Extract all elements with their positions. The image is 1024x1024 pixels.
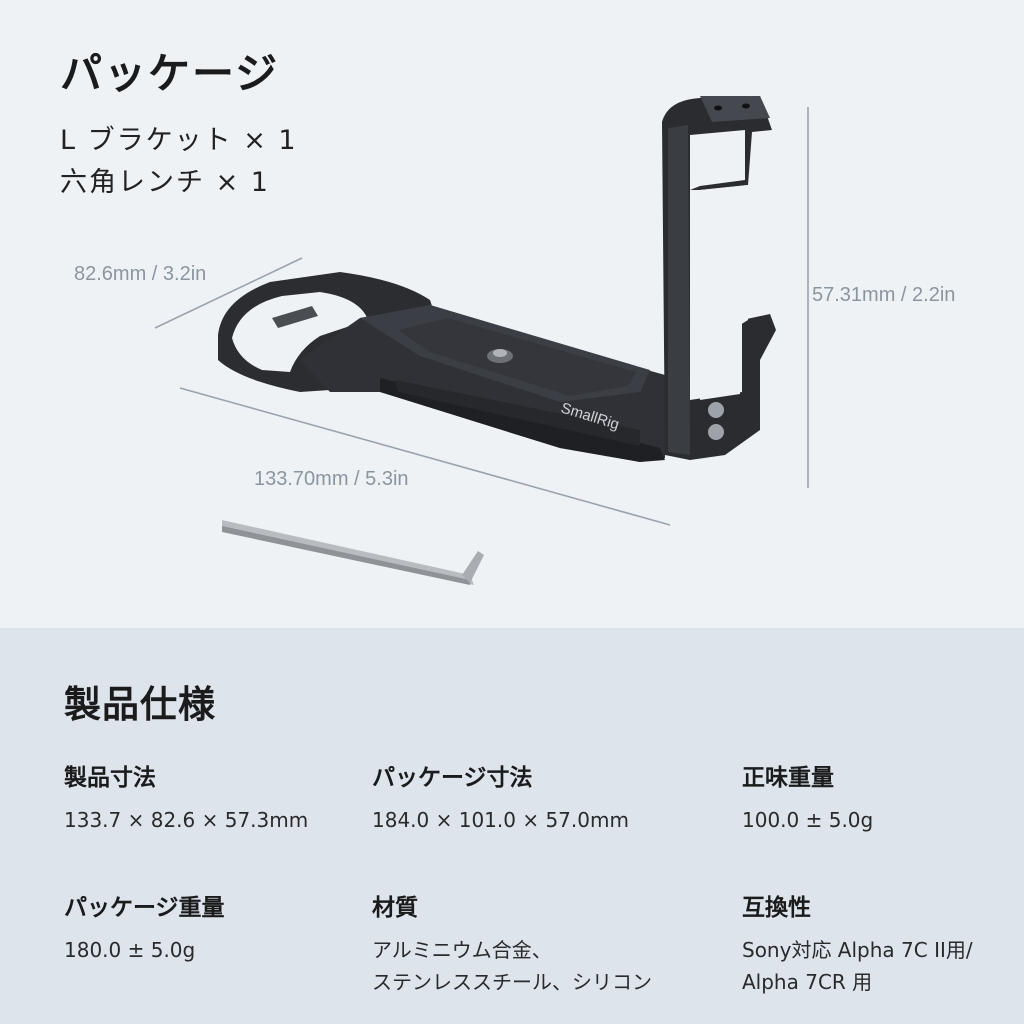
width-dimension-line bbox=[154, 257, 303, 329]
package-title: パッケージ bbox=[60, 49, 280, 98]
spec-label: 材質 bbox=[372, 895, 418, 921]
spec-value: アルミニウム合金、 ステンレススチール、シリコン bbox=[372, 938, 652, 994]
dimension-lines bbox=[154, 107, 809, 526]
spec-label: 正味重量 bbox=[742, 765, 834, 791]
spec-label: 製品寸法 bbox=[64, 765, 156, 791]
length-dimension-label: 133.70mm / 5.3in bbox=[254, 468, 409, 490]
spec-value: 184.0 × 101.0 × 57.0mm bbox=[372, 808, 629, 832]
l-bracket-image: SmallRig bbox=[218, 96, 776, 462]
spec-label: パッケージ寸法 bbox=[372, 765, 533, 791]
spec-value: 133.7 × 82.6 × 57.3mm bbox=[64, 808, 309, 832]
spec-package-dimensions: パッケージ寸法 184.0 × 101.0 × 57.0mm bbox=[372, 758, 702, 836]
spec-value: Sony対応 Alpha 7C II用/ Alpha 7CR 用 bbox=[742, 938, 973, 994]
package-item-hex-wrench: 六角レンチ × 1 bbox=[60, 167, 270, 198]
specs-title: 製品仕様 bbox=[64, 683, 216, 726]
spec-label: 互換性 bbox=[742, 895, 811, 921]
spec-package-weight: パッケージ重量 180.0 ± 5.0g bbox=[64, 888, 394, 966]
specs-section bbox=[0, 628, 1024, 1024]
spec-net-weight: 正味重量 100.0 ± 5.0g bbox=[742, 758, 1012, 836]
package-item-bracket: L ブラケット × 1 bbox=[60, 125, 298, 156]
package-section bbox=[0, 0, 1024, 628]
spec-value: 100.0 ± 5.0g bbox=[742, 808, 874, 832]
spec-product-dimensions: 製品寸法 133.7 × 82.6 × 57.3mm bbox=[64, 758, 394, 836]
hex-wrench-image bbox=[222, 520, 484, 585]
spec-value: 180.0 ± 5.0g bbox=[64, 938, 196, 962]
height-dimension-label: 57.31mm / 2.2in bbox=[812, 284, 956, 306]
spec-label: パッケージ重量 bbox=[64, 895, 225, 921]
product-illustration: SmallRig bbox=[154, 96, 809, 585]
spec-compatibility: 互換性 Sony対応 Alpha 7C II用/ Alpha 7CR 用 bbox=[742, 888, 1012, 998]
spec-material: 材質 アルミニウム合金、 ステンレススチール、シリコン bbox=[372, 888, 702, 998]
width-dimension-label: 82.6mm / 3.2in bbox=[74, 263, 207, 285]
length-dimension-line bbox=[179, 387, 671, 526]
